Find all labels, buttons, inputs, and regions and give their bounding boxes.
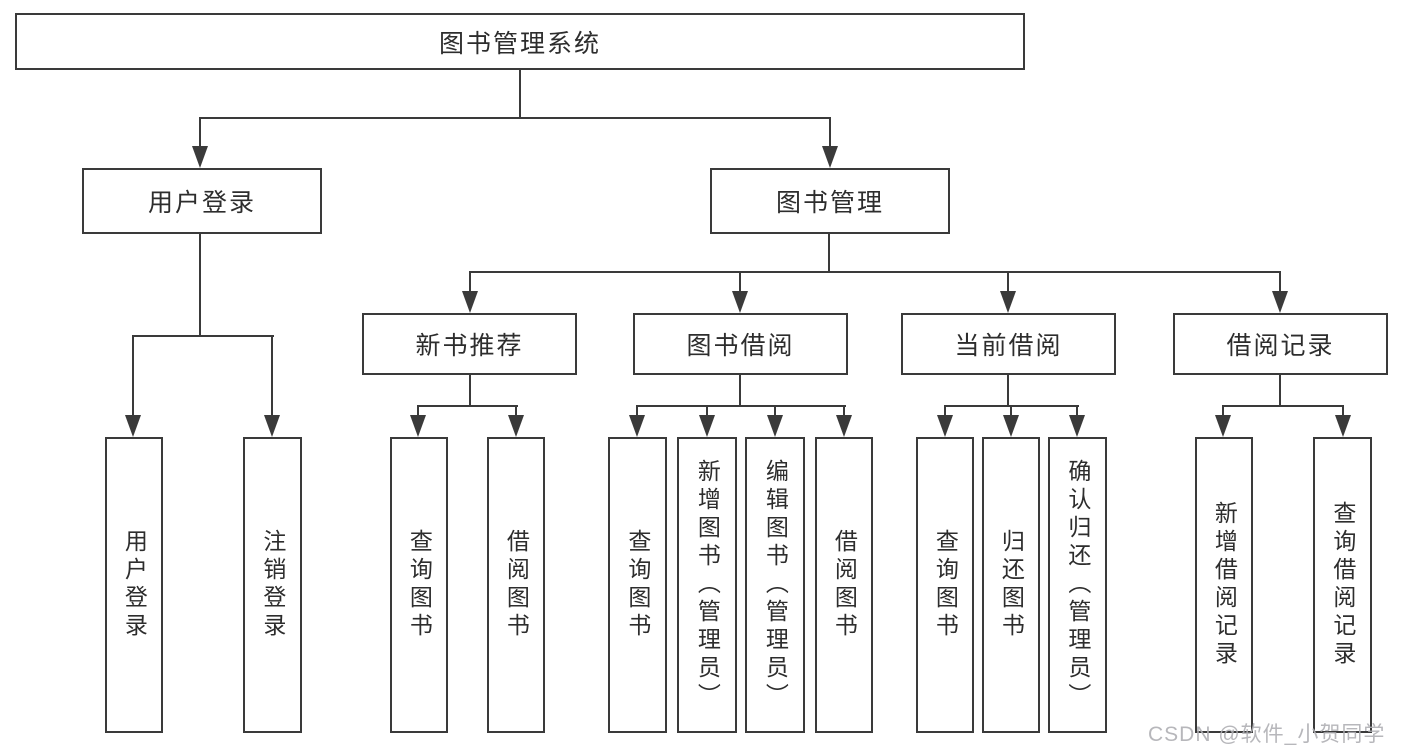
- leaf-query-books-1: 查询图书: [390, 437, 448, 733]
- leaf-borrow-books-2: 借阅图书: [815, 437, 873, 733]
- arrow-down-icon: [1069, 415, 1085, 437]
- connector-line: [1010, 406, 1012, 418]
- arrow-down-icon: [836, 415, 852, 437]
- leaf-label: 借阅图书: [503, 529, 530, 641]
- connector-line: [132, 336, 134, 418]
- arrow-down-icon: [192, 146, 208, 168]
- node-current-borrow: 当前借阅: [901, 313, 1116, 375]
- arrow-down-icon: [1335, 415, 1351, 437]
- connector-line: [774, 406, 776, 418]
- connector-line: [417, 405, 518, 407]
- connector-line: [469, 375, 471, 406]
- arrow-down-icon: [125, 415, 141, 437]
- leaf-query-books-2: 查询图书: [608, 437, 667, 733]
- connector-line: [1279, 272, 1281, 293]
- leaf-return-books: 归还图书: [982, 437, 1040, 733]
- node-book-management: 图书管理: [710, 168, 950, 234]
- connector-line: [843, 406, 845, 418]
- leaf-label: 新增图书（管理员）: [694, 459, 721, 711]
- leaf-add-borrow-record: 新增借阅记录: [1195, 437, 1253, 733]
- connector-line: [828, 234, 830, 272]
- arrow-down-icon: [629, 415, 645, 437]
- leaf-label: 查询图书: [406, 529, 433, 641]
- node-new-book-recommend: 新书推荐: [362, 313, 577, 375]
- arrow-down-icon: [732, 291, 748, 313]
- node-book-management-label: 图书管理: [775, 189, 884, 217]
- leaf-edit-books-admin: 编辑图书（管理员）: [745, 437, 805, 733]
- node-root: 图书管理系统: [15, 13, 1025, 70]
- leaf-confirm-return-admin: 确认归还（管理员）: [1048, 437, 1107, 733]
- node-book-borrow: 图书借阅: [633, 313, 848, 375]
- connector-line: [636, 406, 638, 418]
- connector-line: [519, 70, 521, 118]
- leaf-label: 归还图书: [998, 529, 1025, 641]
- connector-line: [1279, 375, 1281, 406]
- leaf-label: 借阅图书: [831, 529, 858, 641]
- arrow-down-icon: [1000, 291, 1016, 313]
- connector-line: [1007, 272, 1009, 293]
- connector-line: [1222, 406, 1224, 418]
- leaf-query-books-3: 查询图书: [916, 437, 974, 733]
- arrow-down-icon: [822, 146, 838, 168]
- connector-line: [417, 406, 419, 418]
- node-root-label: 图书管理系统: [438, 29, 601, 58]
- leaf-query-borrow-record: 查询借阅记录: [1313, 437, 1372, 733]
- connector-line: [1342, 406, 1344, 418]
- node-new-book-recommend-label: 新书推荐: [415, 332, 524, 360]
- connector-line: [469, 271, 1281, 273]
- node-user-login: 用户登录: [82, 168, 322, 234]
- node-borrow-records: 借阅记录: [1173, 313, 1388, 375]
- node-book-borrow-label: 图书借阅: [686, 332, 795, 360]
- connector-line: [132, 335, 274, 337]
- arrow-down-icon: [508, 415, 524, 437]
- arrow-down-icon: [1003, 415, 1019, 437]
- leaf-user-login: 用户登录: [105, 437, 163, 733]
- connector-line: [199, 117, 831, 119]
- node-current-borrow-label: 当前借阅: [954, 332, 1063, 360]
- connector-line: [739, 375, 741, 406]
- connector-line: [636, 405, 846, 407]
- connector-line: [271, 336, 273, 418]
- arrow-down-icon: [264, 415, 280, 437]
- node-borrow-records-label: 借阅记录: [1226, 332, 1335, 360]
- csdn-watermark: CSDN @软件_小贺同学: [1148, 723, 1386, 746]
- arrow-down-icon: [410, 415, 426, 437]
- connector-line: [515, 406, 517, 418]
- leaf-label: 注销登录: [259, 529, 286, 641]
- leaf-label: 用户登录: [121, 529, 148, 641]
- leaf-label: 查询借阅记录: [1329, 501, 1356, 669]
- node-user-login-label: 用户登录: [147, 189, 256, 217]
- arrow-down-icon: [767, 415, 783, 437]
- leaf-label: 新增借阅记录: [1211, 501, 1238, 669]
- arrow-down-icon: [462, 291, 478, 313]
- leaf-label: 确认归还（管理员）: [1064, 459, 1091, 711]
- connector-line: [944, 406, 946, 418]
- arrow-down-icon: [1215, 415, 1231, 437]
- arrow-down-icon: [1272, 291, 1288, 313]
- connector-line: [1076, 406, 1078, 418]
- connector-line: [739, 272, 741, 293]
- leaf-label: 查询图书: [624, 529, 651, 641]
- connector-line: [706, 406, 708, 418]
- arrow-down-icon: [937, 415, 953, 437]
- connector-line: [469, 272, 471, 293]
- connector-line: [199, 234, 201, 336]
- leaf-label: 编辑图书（管理员）: [762, 459, 789, 711]
- leaf-label: 查询图书: [932, 529, 959, 641]
- connector-line: [199, 118, 201, 150]
- leaf-add-books-admin: 新增图书（管理员）: [677, 437, 737, 733]
- connector-line: [1222, 405, 1344, 407]
- connector-line: [1007, 375, 1009, 406]
- leaf-logout: 注销登录: [243, 437, 302, 733]
- connector-line: [829, 118, 831, 150]
- arrow-down-icon: [699, 415, 715, 437]
- leaf-borrow-books-1: 借阅图书: [487, 437, 545, 733]
